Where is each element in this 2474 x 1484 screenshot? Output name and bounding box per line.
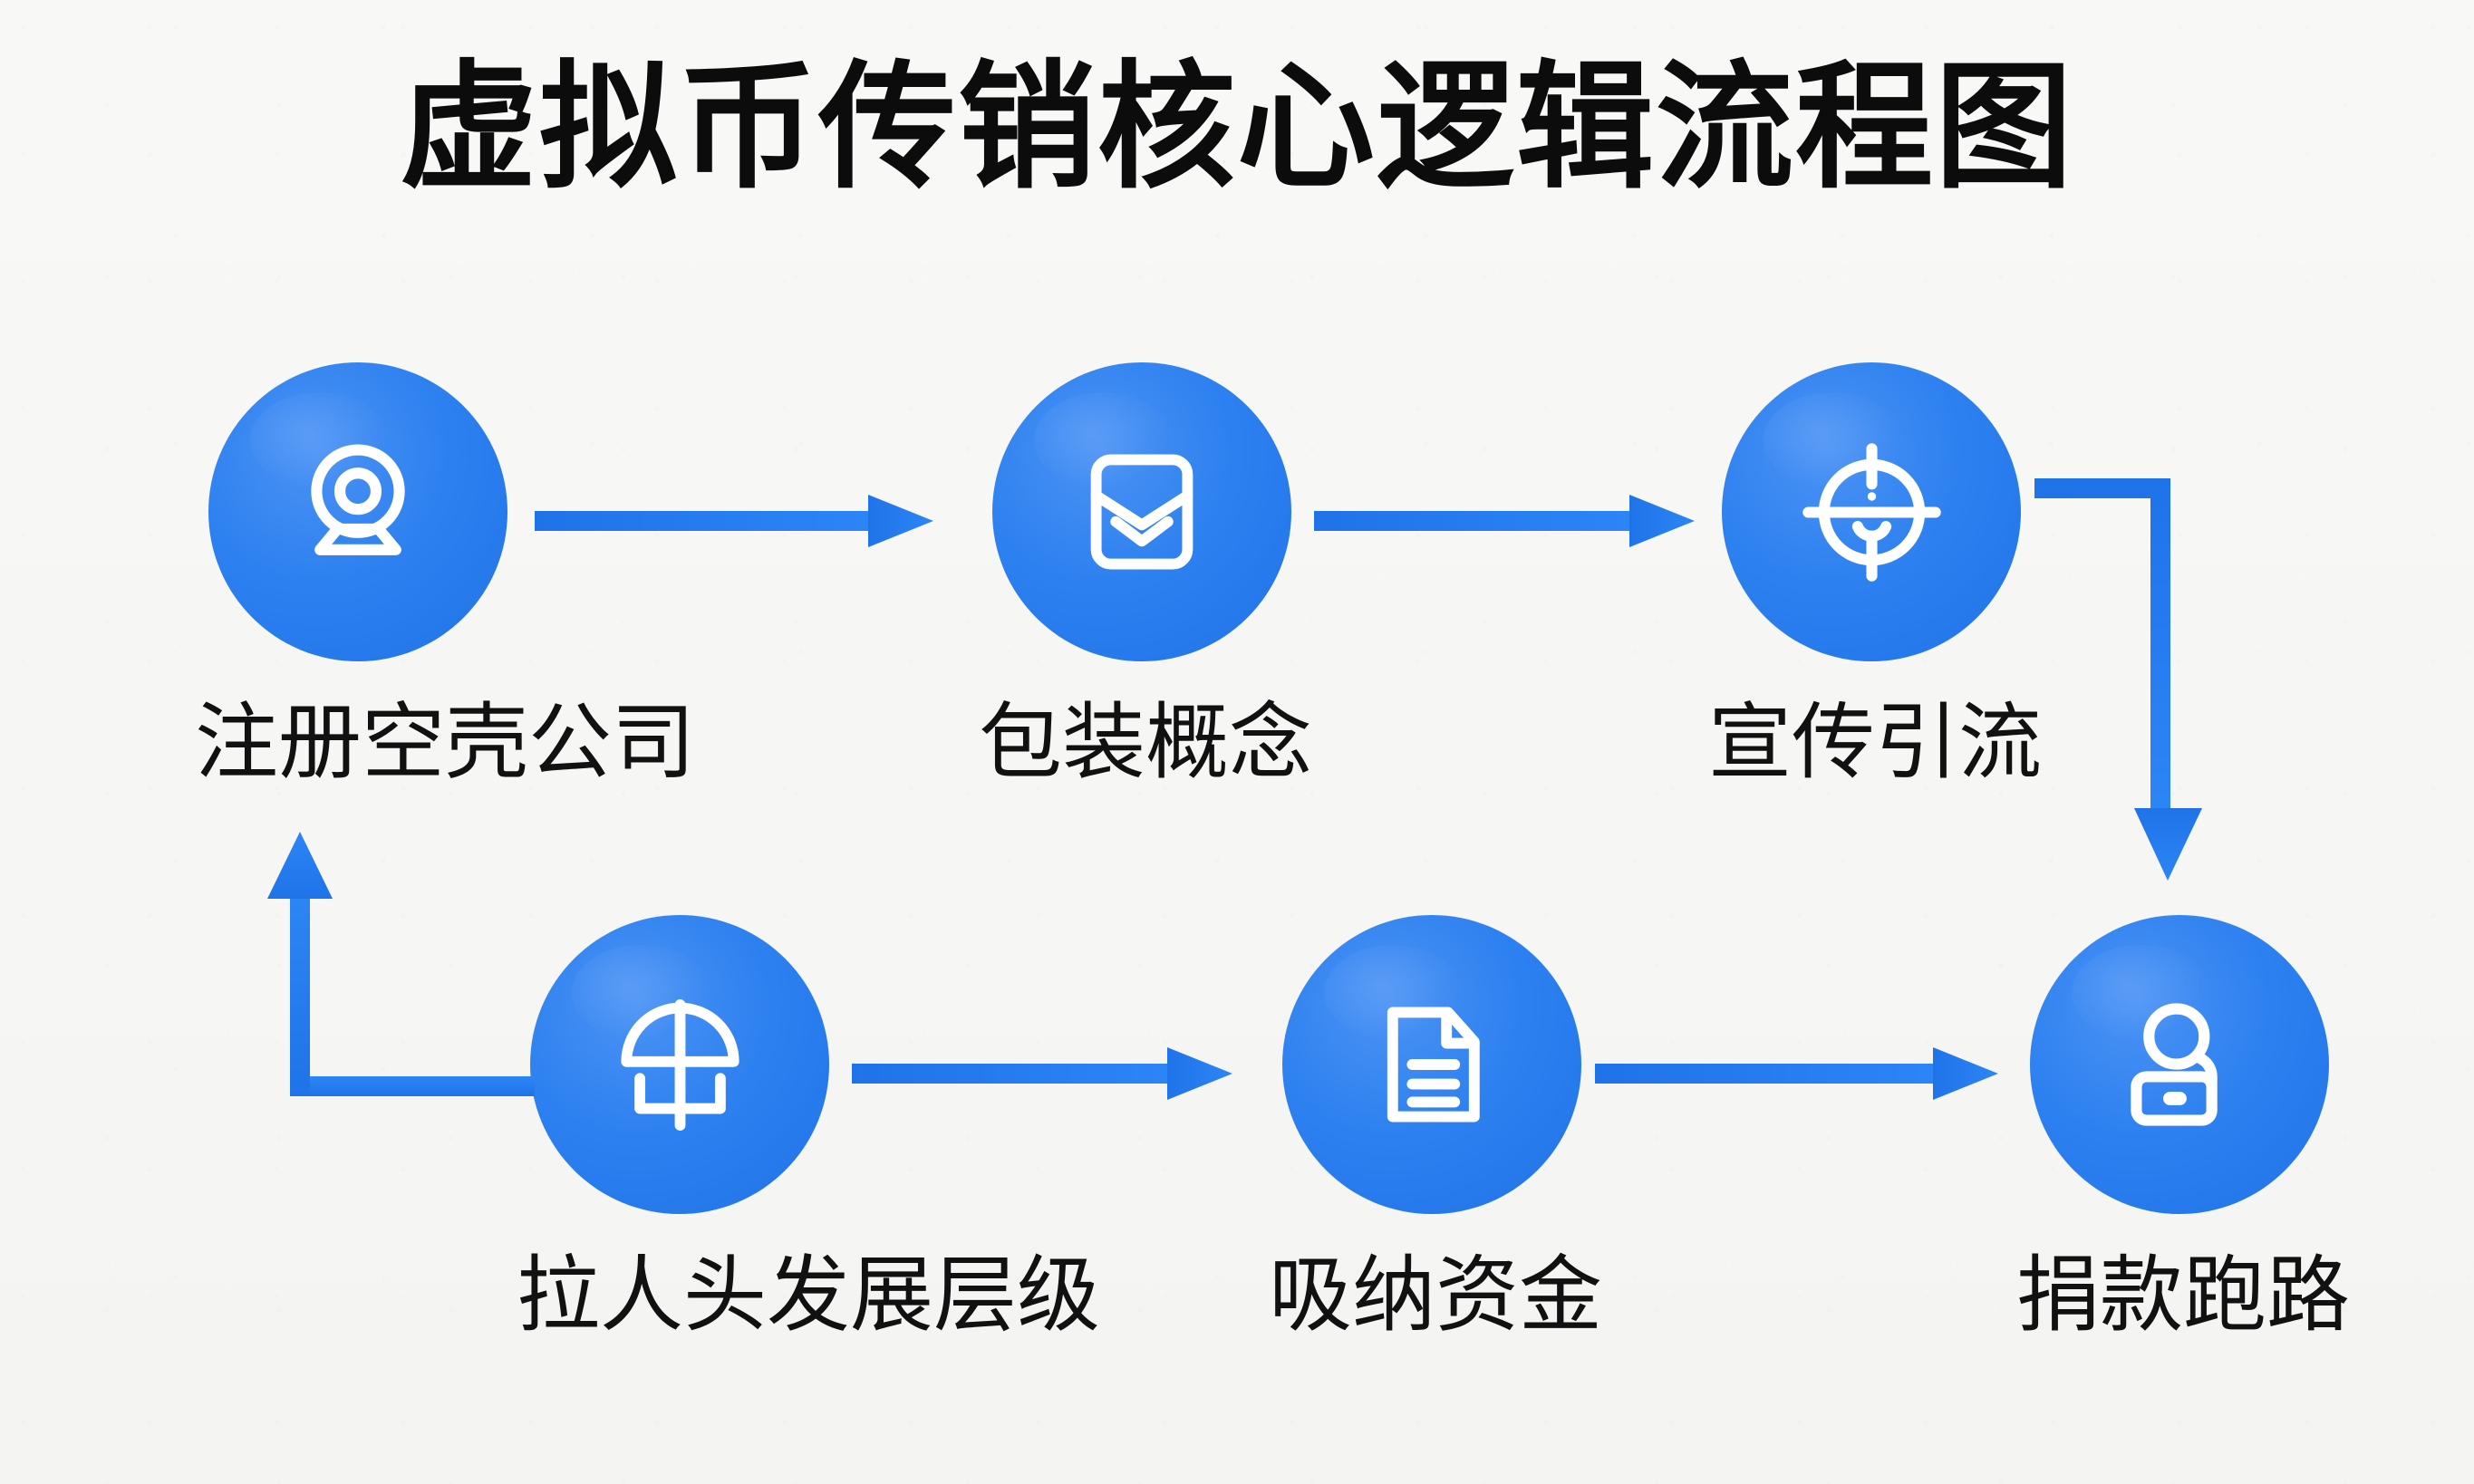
flow-node-label: 宣传引流 [1708,697,2043,789]
flow-node-abscond[interactable]: 捐款跑路 [2016,915,2351,1342]
page-title: 虚拟币传销核心逻辑流程图 [400,51,2074,205]
umbrella-icon [596,981,764,1149]
document-icon [1350,983,1513,1146]
flow-node-package-concept[interactable]: 包装概念 [979,362,1313,789]
connector-funds-to-abscond [1595,1024,2030,1123]
node-icon-circle [1282,915,1581,1214]
flow-node-register-shell-company[interactable]: 注册空壳公司 [195,362,696,789]
flow-node-recruit-levels[interactable]: 拉人头发展层级 [517,915,1101,1342]
arrow-right-icon [1595,1024,2030,1123]
flow-node-absorb-funds[interactable]: 吸纳资金 [1269,915,1603,1342]
connector-register-to-concept [535,471,961,571]
arrow-up-icon [267,824,589,1123]
user-avatar-icon [272,426,444,598]
flow-node-promotion-traffic[interactable]: 宣传引流 [1708,362,2043,789]
node-icon-circle [530,915,829,1214]
crosshair-icon [1783,424,1960,601]
node-icon-circle [208,362,507,661]
flow-node-label: 注册空壳公司 [195,697,696,789]
flow-node-label: 捐款跑路 [2016,1249,2351,1342]
connector-concept-to-promotion [1314,471,1731,571]
arrow-right-icon [1314,471,1731,571]
node-icon-circle [2030,915,2329,1214]
connector-recruit-to-register [267,824,589,1123]
envelope-icon [1060,430,1223,593]
connector-promotion-to-abscond [2034,471,2270,906]
arrow-right-icon [535,471,961,571]
person-desk-icon [2096,981,2264,1149]
flow-node-label: 包装概念 [979,697,1313,789]
arrow-right-icon [852,1024,1269,1123]
connector-recruit-to-funds [852,1024,1269,1123]
flow-node-label: 吸纳资金 [1269,1249,1603,1342]
node-icon-circle [992,362,1291,661]
flow-node-label: 拉人头发展层级 [517,1249,1101,1342]
arrow-down-icon [2034,471,2270,906]
node-icon-circle [1722,362,2021,661]
